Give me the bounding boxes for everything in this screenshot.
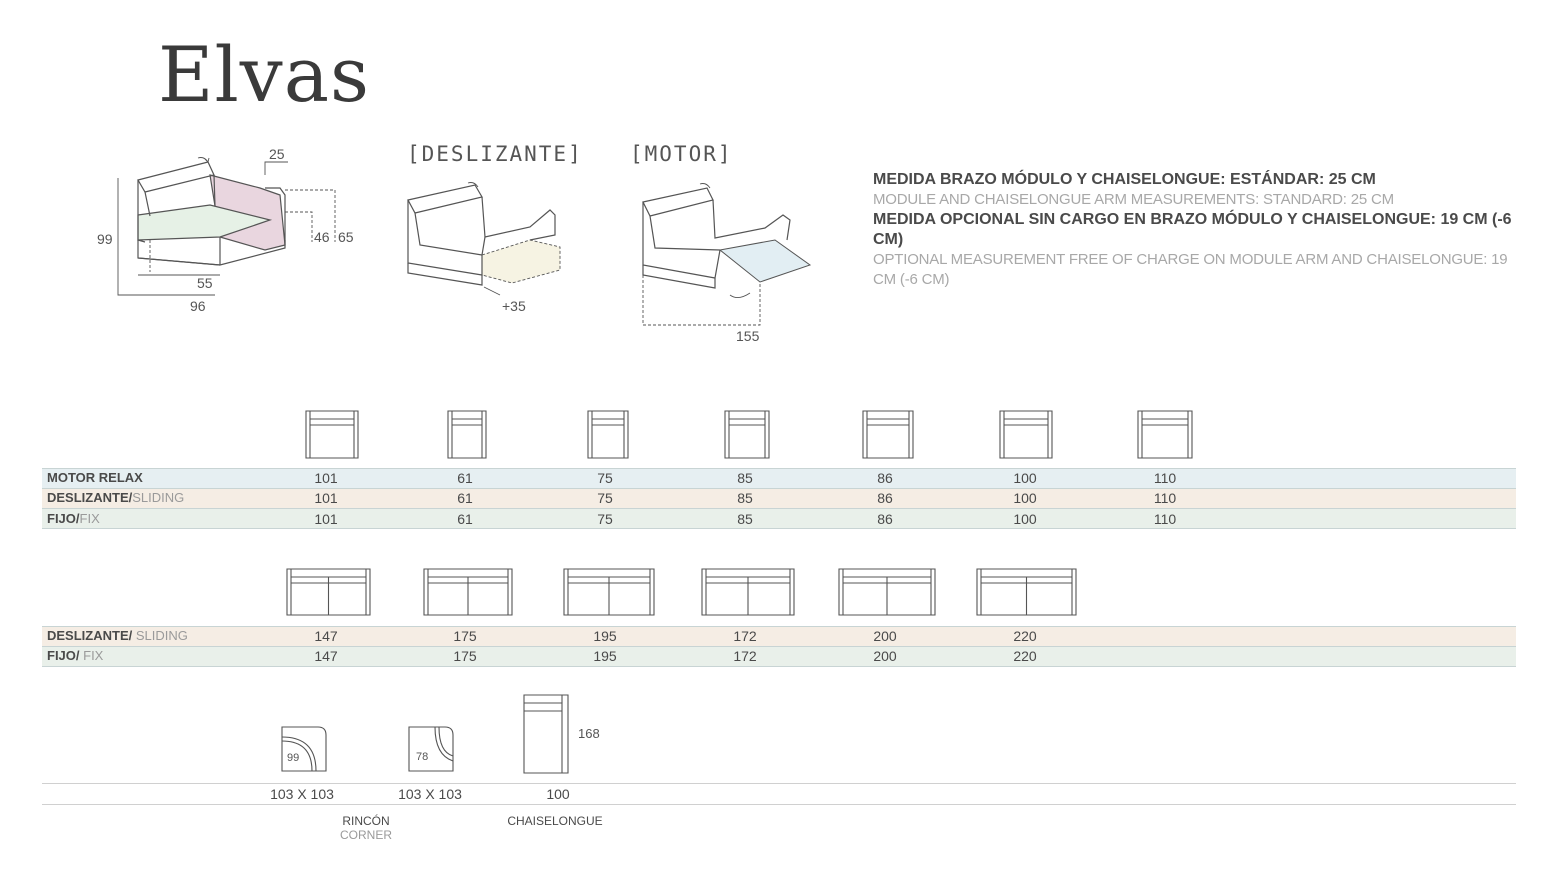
table-cell: 75 — [597, 470, 613, 486]
note-line1-es: MEDIDA BRAZO MÓDULO Y CHAISELONGUE: ESTÁ… — [873, 171, 1376, 188]
dim-arm: 25 — [269, 146, 285, 162]
table-cell: 200 — [873, 628, 897, 644]
row-label-es: DESLIZANTE/ — [47, 490, 133, 505]
chaise-module-icon — [523, 694, 569, 774]
single-module-icon — [447, 410, 487, 459]
motor-extended-depth: 155 — [736, 328, 760, 344]
single-module-icon — [1137, 410, 1193, 459]
note-line2-es: MEDIDA OPCIONAL SIN CARGO EN BRAZO MÓDUL… — [873, 211, 1512, 248]
table-cell: 100 — [1013, 490, 1037, 506]
table1-band-sliding — [42, 488, 1516, 508]
table-cell: 61 — [457, 511, 473, 527]
row-label-en: FIX — [79, 511, 100, 526]
corner-caption-es: RINCÓN — [342, 814, 390, 828]
table-cell: 101 — [314, 470, 338, 486]
corner2-size: 103 X 103 — [398, 786, 462, 802]
table-cell: 85 — [737, 490, 753, 506]
table-cell: 110 — [1153, 490, 1177, 506]
row-label-es: DESLIZANTE/ — [47, 628, 133, 643]
table1-band-motor — [42, 468, 1516, 488]
dim-depth: 96 — [190, 298, 206, 314]
table-cell: 61 — [457, 490, 473, 506]
sofa-module-icon — [701, 568, 795, 616]
dim-seat-depth: 55 — [197, 275, 213, 291]
table-cell: 195 — [593, 648, 617, 664]
single-module-icon — [305, 410, 359, 459]
sofa-module-icon — [838, 568, 936, 616]
chaise-length: 168 — [578, 726, 600, 741]
table2-band-sliding — [42, 626, 1516, 646]
table-cell: 100 — [1013, 470, 1037, 486]
chaise-width: 100 — [546, 786, 570, 802]
sofa-module-icon — [563, 568, 655, 616]
table-cell: 110 — [1153, 470, 1177, 486]
table-cell: 175 — [453, 648, 477, 664]
table-cell: 85 — [737, 470, 753, 486]
table-cell: 75 — [597, 511, 613, 527]
extras-rule-bottom — [42, 804, 1516, 805]
table-cell: 61 — [457, 470, 473, 486]
row-label: FIJO/FIX — [47, 509, 100, 529]
corner-caption: RINCÓN CORNER — [326, 814, 406, 842]
table-cell: 101 — [314, 490, 338, 506]
table-cell: 172 — [733, 648, 757, 664]
table-cell: 75 — [597, 490, 613, 506]
row-label: DESLIZANTE/SLIDING — [47, 488, 184, 508]
row-label-en: SLIDING — [132, 490, 185, 505]
row-label-en: FIX — [79, 648, 104, 663]
table-cell: 175 — [453, 628, 477, 644]
motor-diagram — [642, 183, 812, 326]
row-label: FIJO/ FIX — [47, 646, 103, 666]
table1-band-fix — [42, 508, 1516, 529]
sliding-diagram — [407, 182, 561, 296]
table-cell: 195 — [593, 628, 617, 644]
sliding-label: [DESLIZANTE] — [407, 142, 583, 166]
row-label-es: FIJO/ — [47, 648, 80, 663]
corner-module-icon-2 — [408, 726, 454, 772]
table-cell: 101 — [314, 511, 338, 527]
row-label-en: SLIDING — [132, 628, 188, 643]
dim-height: 99 — [97, 231, 113, 247]
single-module-icon — [862, 410, 914, 459]
table-cell: 86 — [877, 470, 893, 486]
table-cell: 172 — [733, 628, 757, 644]
row-label: MOTOR RELAX — [47, 468, 143, 488]
corner1-size: 103 X 103 — [270, 786, 334, 802]
table-cell: 86 — [877, 490, 893, 506]
corner-module-icon-1 — [281, 726, 327, 772]
table-cell: 85 — [737, 511, 753, 527]
motor-label: [MOTOR] — [630, 142, 733, 166]
table-cell: 147 — [314, 628, 338, 644]
row-label-es: MOTOR RELAX — [47, 470, 143, 485]
table-cell: 220 — [1013, 628, 1037, 644]
dim-seat-height: 46 — [314, 229, 330, 245]
sofa-module-icon — [976, 568, 1077, 616]
corner1-inner: 99 — [287, 752, 300, 764]
table-cell: 110 — [1153, 511, 1177, 527]
table-cell: 200 — [873, 648, 897, 664]
table-cell: 220 — [1013, 648, 1037, 664]
module-diagram — [117, 157, 336, 296]
single-module-icon — [587, 410, 629, 459]
dim-arm-height: 65 — [338, 229, 354, 245]
row-label: DESLIZANTE/ SLIDING — [47, 626, 188, 646]
single-module-icon — [724, 410, 770, 459]
table-cell: 86 — [877, 511, 893, 527]
sofa-module-icon — [286, 568, 371, 616]
sliding-extension: +35 — [502, 298, 526, 314]
note-line1-en: MODULE AND CHAISELONGUE ARM MEASUREMENTS… — [873, 191, 1394, 208]
table2-band-fix — [42, 646, 1516, 667]
arm-notes: MEDIDA BRAZO MÓDULO Y CHAISELONGUE: ESTÁ… — [873, 170, 1513, 290]
single-module-icon — [999, 410, 1053, 459]
extras-rule-top — [42, 783, 1516, 784]
sofa-module-icon — [423, 568, 513, 616]
corner-caption-en: CORNER — [339, 828, 392, 842]
table-cell: 100 — [1013, 511, 1037, 527]
product-title: Elvas — [158, 30, 371, 119]
corner2-inner: 78 — [416, 751, 429, 763]
table-cell: 147 — [314, 648, 338, 664]
chaise-caption: CHAISELONGUE — [507, 814, 603, 828]
row-label-es: FIJO/ — [47, 511, 80, 526]
note-line2-en: OPTIONAL MEASUREMENT FREE OF CHARGE ON M… — [873, 251, 1508, 288]
